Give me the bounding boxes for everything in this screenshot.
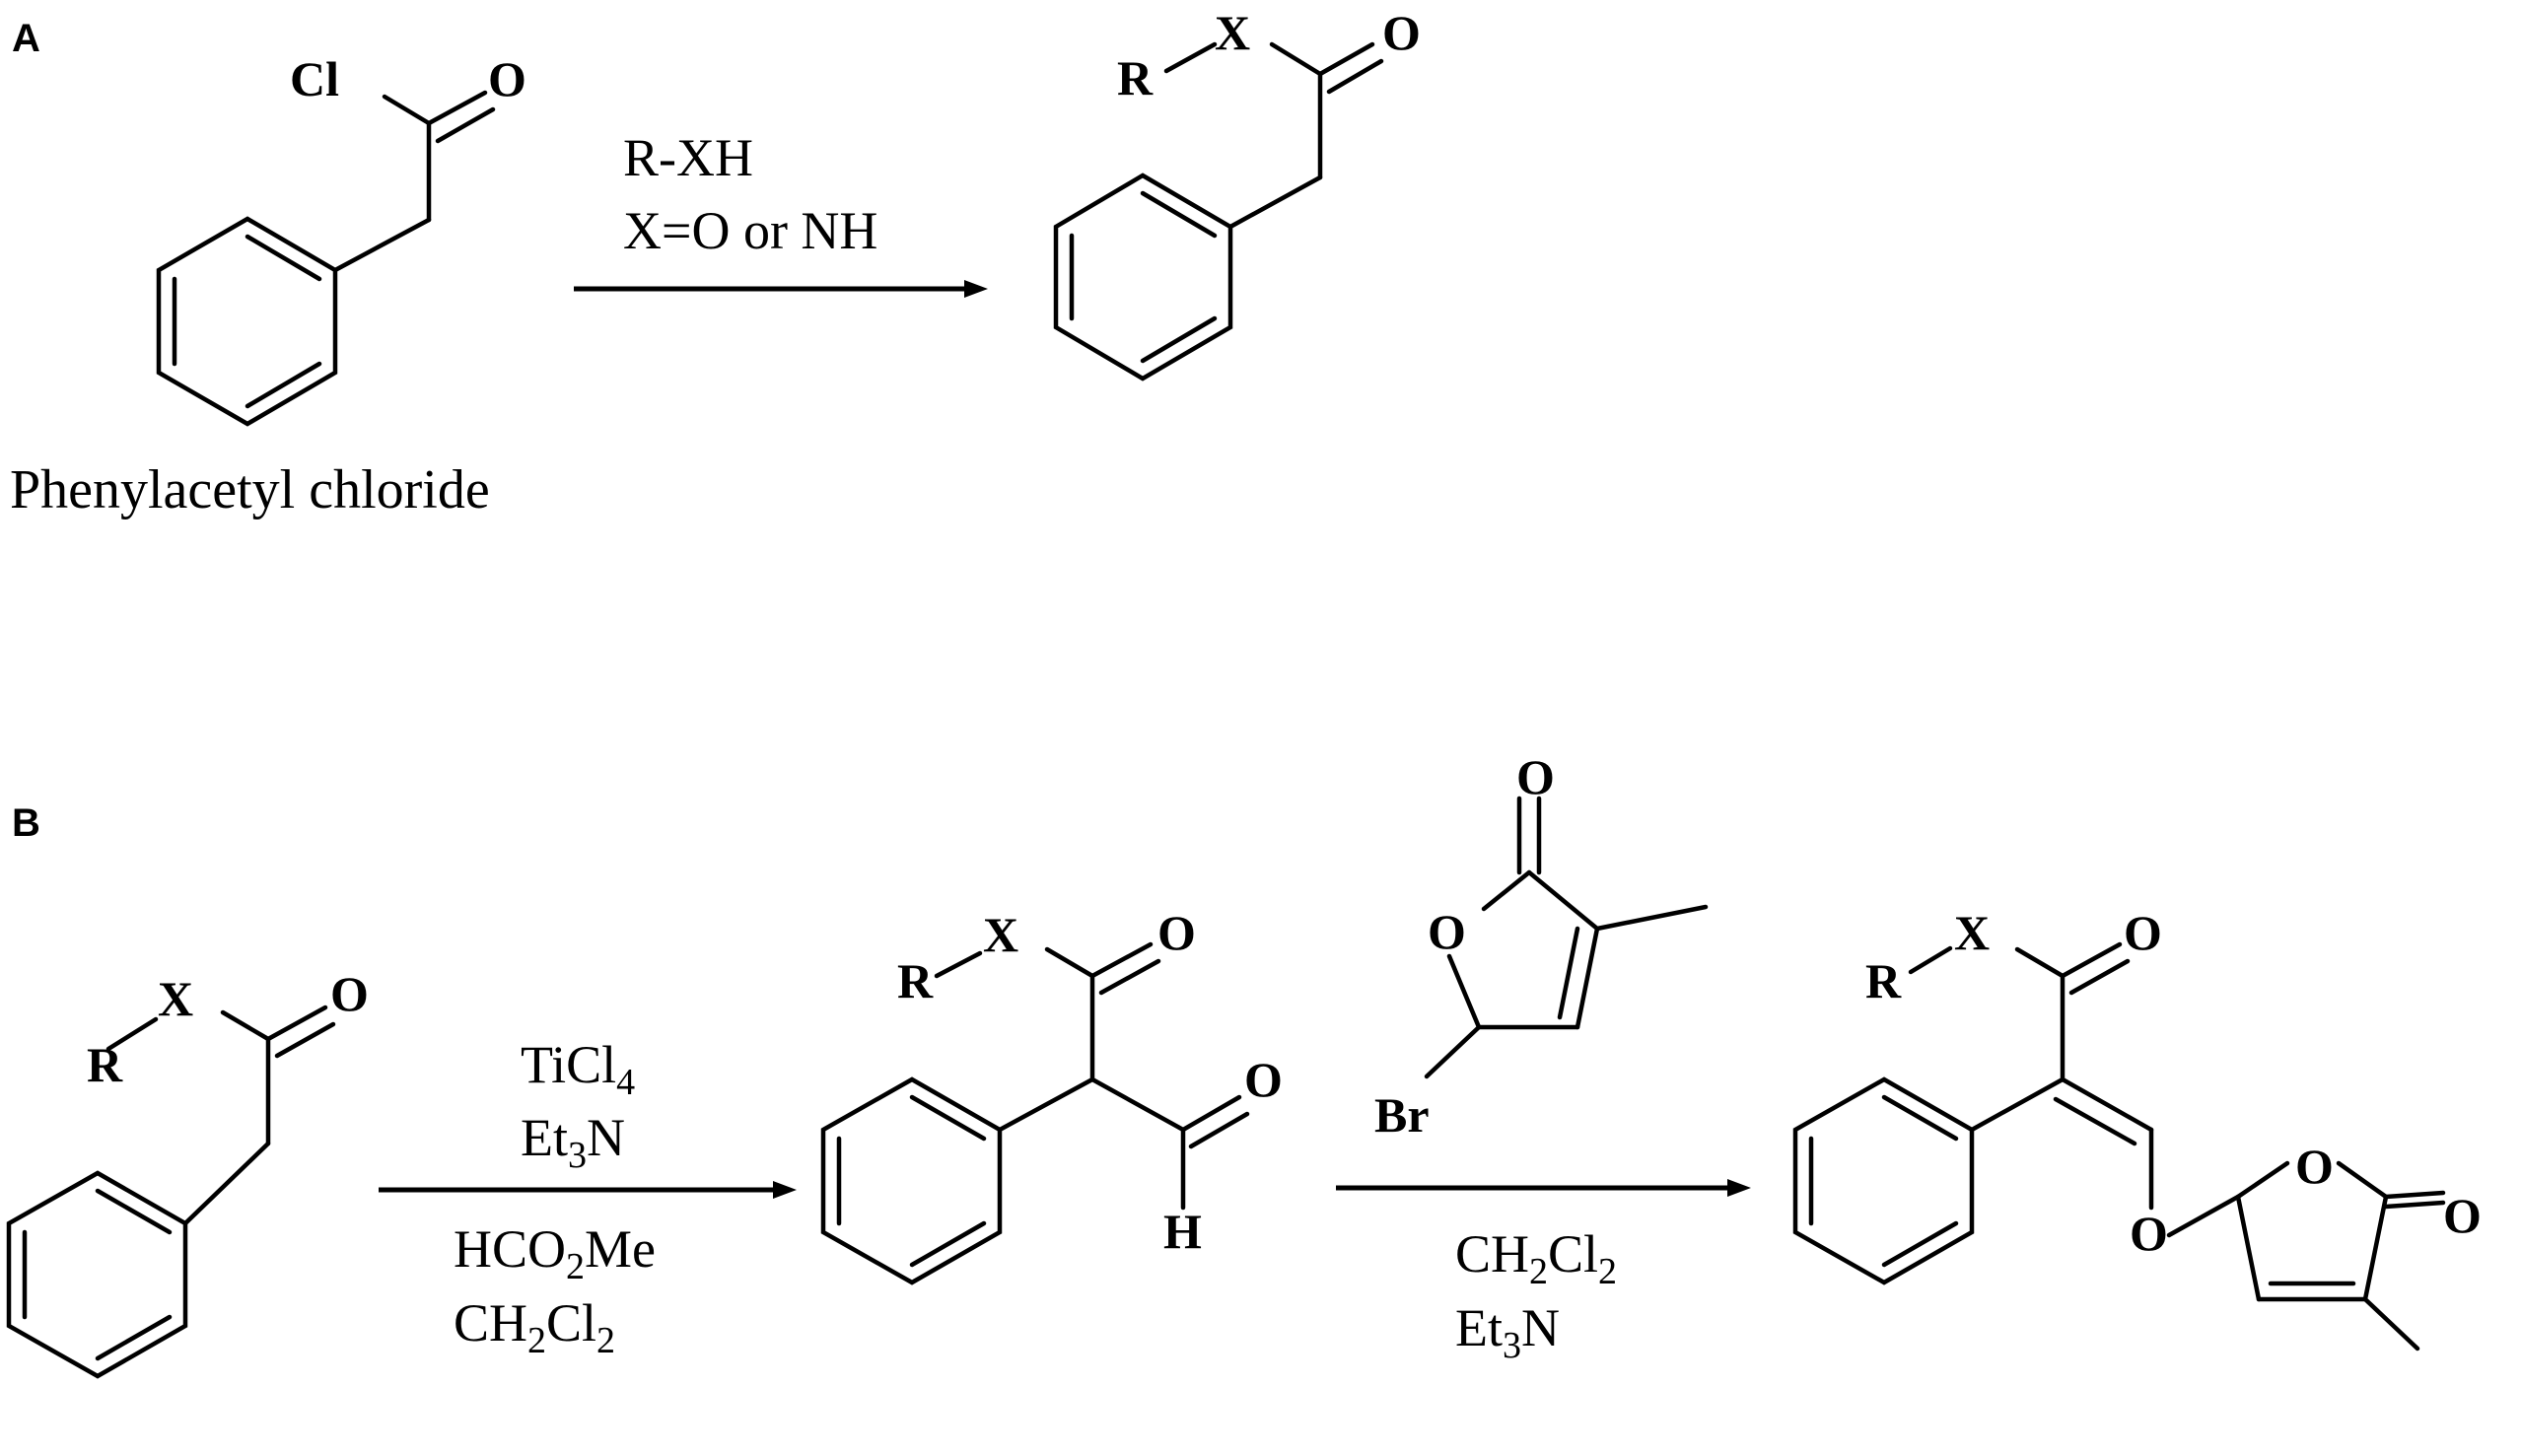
heteroatom-x-label: X <box>158 971 193 1026</box>
r-group-label: R <box>87 1037 123 1092</box>
benzene-ring <box>1792 1076 1975 1285</box>
reagent-et3n: Et3N <box>1455 1298 1560 1366</box>
r-group-label: R <box>1865 953 1902 1008</box>
reaction-arrow-b2 <box>1336 1179 1751 1197</box>
heteroatom-x-label: X <box>1215 5 1250 60</box>
ester-carbonyl-oxygen-label: O <box>1157 905 1196 960</box>
phenylacetyl-product-structure: X O R <box>1053 5 1421 381</box>
formyl-intermediate-structure: X O R O H <box>820 905 1283 1285</box>
panel-label-a: A <box>12 17 40 60</box>
carbonyl-oxygen-label: O <box>1382 5 1421 60</box>
reaction-arrow-b1 <box>379 1181 797 1199</box>
carbonyl-oxygen-label: O <box>330 966 369 1021</box>
heteroatom-x-label: X <box>983 907 1018 962</box>
phenylacetyl-ester-structure: X O R <box>6 966 369 1379</box>
reagent-dichloromethane: CH2Cl2 <box>1455 1224 1617 1292</box>
aldehyde-hydrogen-label: H <box>1163 1204 1202 1259</box>
phenylacetyl-chloride-caption: Phenylacetyl chloride <box>10 459 490 520</box>
r-group-label: R <box>897 953 934 1008</box>
panel-label-b: B <box>12 801 40 845</box>
lactone-carbonyl-oxygen-label: O <box>2443 1188 2482 1243</box>
reagent-condition-x: X=O or NH <box>623 201 877 260</box>
reagent-ticl4: TiCl4 <box>521 1035 635 1103</box>
reagent-et3n: Et3N <box>521 1108 625 1176</box>
heteroatom-x-label: X <box>1954 905 1990 960</box>
ring-oxygen-label: O <box>2295 1139 2334 1194</box>
ring-oxygen-label: O <box>1428 904 1466 959</box>
bromine-atom-label: Br <box>1374 1087 1430 1143</box>
reagent-r-xh: R-XH <box>623 128 753 187</box>
reagent-dichloromethane: CH2Cl2 <box>454 1293 615 1361</box>
aldehyde-oxygen-label: O <box>1244 1052 1283 1107</box>
lactone-carbonyl-oxygen-label: O <box>1516 749 1555 804</box>
bromobutenolide-reagent-structure: O O Br <box>1374 749 1709 1143</box>
carbonyl-oxygen-label: O <box>488 51 526 106</box>
reaction-arrow-a <box>574 280 988 298</box>
reagent-methyl-formate: HCO2Me <box>454 1219 656 1287</box>
benzene-ring <box>6 1170 188 1379</box>
ester-carbonyl-oxygen-label: O <box>2124 905 2162 960</box>
enol-ether-oxygen-label: O <box>2130 1206 2168 1261</box>
benzene-ring <box>156 216 338 427</box>
benzene-ring <box>1053 173 1233 381</box>
enol-ether-butenolide-product-structure: X O R O O O <box>1792 905 2482 1352</box>
benzene-ring <box>820 1076 1003 1285</box>
chlorine-atom-label: Cl <box>290 51 339 106</box>
phenylacetyl-chloride-structure: Cl O <box>156 51 526 427</box>
r-group-label: R <box>1117 50 1154 105</box>
